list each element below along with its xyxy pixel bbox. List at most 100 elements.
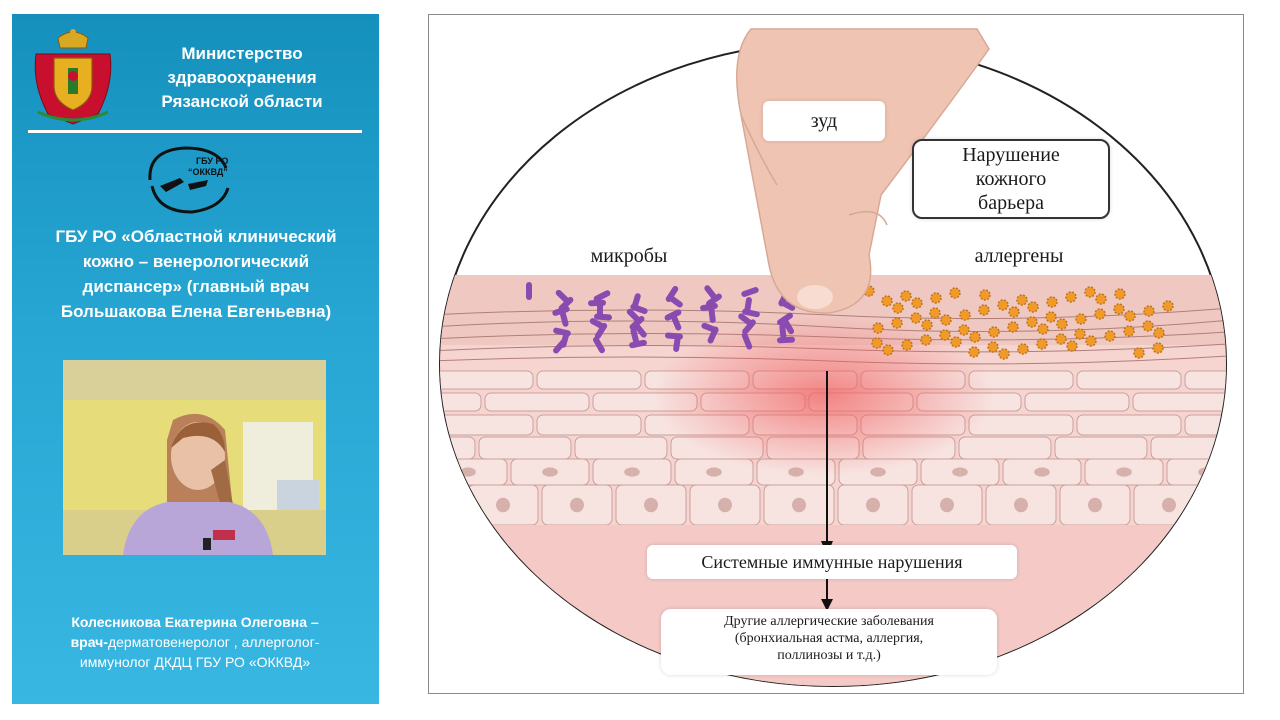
allergen [998, 348, 1010, 360]
microbe [552, 306, 570, 316]
allergen [1143, 305, 1155, 317]
allergen [988, 326, 1000, 338]
allergen [1016, 294, 1028, 306]
allergen [930, 292, 942, 304]
skin-cell [574, 436, 668, 460]
barrier-line: барьера [978, 192, 1044, 214]
cell-nucleus [1162, 497, 1176, 513]
allergen [871, 337, 883, 349]
systemic-label-box: Системные иммунные нарушения [647, 545, 1017, 579]
allergen [1017, 343, 1029, 355]
cell-nucleus [1088, 497, 1102, 513]
cell-nucleus [542, 467, 558, 477]
allergen [949, 287, 961, 299]
ministry-line: здравоохранения [167, 68, 317, 87]
allergen [901, 339, 913, 351]
microbe [626, 308, 642, 324]
allergen [900, 290, 912, 302]
allergen [1133, 347, 1145, 359]
microbe [526, 282, 532, 300]
cell-nucleus [624, 467, 640, 477]
okkvd-logo-icon: ГБУ РО “ОККВД” [148, 146, 230, 214]
ministry-line: Министерство [181, 44, 303, 63]
org-line: Большакова Елена Евгеньевна) [60, 302, 332, 321]
org-line: кожно – венерологический [82, 252, 310, 271]
microbe [553, 327, 571, 337]
skin-cell [1150, 436, 1226, 460]
allergen [939, 329, 951, 341]
allergen [1036, 338, 1048, 350]
allergen [968, 346, 980, 358]
microbe [777, 312, 793, 326]
allergen [1094, 308, 1106, 320]
finger-icon [736, 28, 990, 314]
skin-cell [536, 370, 642, 390]
org-line: ГБУ РО «Областной клинический [55, 227, 337, 246]
allergen [1026, 316, 1038, 328]
barrier-line: Нарушение [962, 144, 1060, 166]
skin-cell [440, 370, 534, 390]
microbe [741, 332, 753, 350]
allergen [1162, 300, 1174, 312]
cell-nucleus [644, 497, 658, 513]
cell-nucleus [1116, 467, 1132, 477]
other-diseases-box: Другие аллергические заболевания (бронхи… [661, 609, 997, 675]
allergen [1153, 327, 1165, 339]
allergen [1104, 330, 1116, 342]
allergen [892, 302, 904, 314]
skin-cell [1076, 370, 1182, 390]
allergen [1008, 306, 1020, 318]
skin-cell [440, 484, 465, 526]
allergen [940, 314, 952, 326]
allergen [1113, 303, 1125, 315]
organization-title: ГБУ РО «Областной клинический кожно – ве… [26, 224, 366, 324]
microbe [741, 287, 759, 297]
author-caption: Колесникова Екатерина Олеговна – врач-де… [30, 612, 360, 672]
allergen [1055, 333, 1067, 345]
microbe [593, 290, 611, 302]
allergen [979, 289, 991, 301]
allergen [929, 307, 941, 319]
cell-nucleus [570, 497, 584, 513]
allergen [1123, 325, 1135, 337]
cell-nucleus [1236, 498, 1243, 512]
allergen [1075, 313, 1087, 325]
allergen [872, 322, 884, 334]
allergen [1114, 288, 1126, 300]
skin-cell [440, 392, 482, 412]
allergen [958, 324, 970, 336]
cell-nucleus [792, 497, 806, 513]
microbes-cluster [526, 282, 796, 354]
skin-cell [1241, 393, 1243, 411]
skin-cell [440, 436, 476, 460]
cell-nucleus [429, 498, 436, 512]
cell-nucleus [496, 497, 510, 513]
cell-nucleus [866, 497, 880, 513]
skin-cell [1076, 414, 1182, 436]
speaker-video [63, 360, 326, 555]
microbe [701, 322, 719, 334]
allergen [969, 331, 981, 343]
allergens-cluster [863, 285, 1174, 360]
author-role-bold: врач- [70, 634, 108, 650]
microbe [665, 285, 679, 303]
allergen [1066, 340, 1078, 352]
slide-frame: зуд Нарушение кожного барьера микробы ал… [428, 14, 1244, 694]
skin-cell [1184, 370, 1226, 390]
microbe [704, 285, 718, 301]
allergen [1124, 310, 1136, 322]
cell-nucleus [718, 497, 732, 513]
itch-label-box: зуд [763, 101, 885, 141]
cell-nucleus [1014, 497, 1028, 513]
allergen [1045, 311, 1057, 323]
skin-cell [536, 414, 642, 436]
author-name: Колесникова Екатерина Олеговна – [71, 614, 319, 630]
microbe [593, 336, 605, 354]
allergen [1074, 328, 1086, 340]
allergen [950, 336, 962, 348]
allergen [1046, 296, 1058, 308]
org-line: диспансер» (главный врач [82, 277, 310, 296]
barrier-label-box: Нарушение кожного барьера [912, 139, 1110, 219]
skin-cell [1207, 484, 1226, 526]
ministry-line: Рязанской области [161, 92, 323, 111]
